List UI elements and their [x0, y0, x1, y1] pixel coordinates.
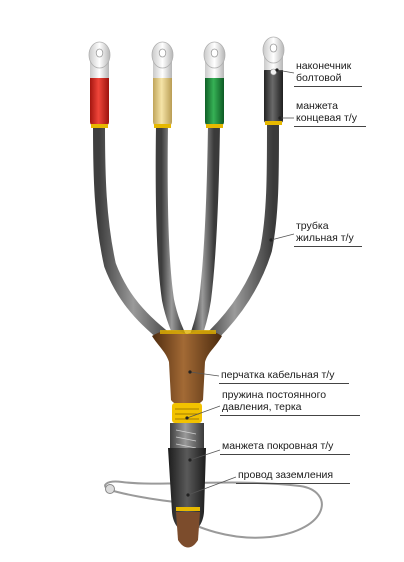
underline-ground	[236, 483, 350, 484]
label-lug: наконечник болтовой	[296, 60, 351, 84]
underline-tube	[294, 246, 362, 247]
phase-core-4	[197, 119, 279, 351]
breakout-glove	[152, 330, 222, 406]
label-end-sleeve-line-1: манжета	[296, 100, 338, 112]
label-glove: перчатка кабельная т/у	[221, 369, 334, 381]
end-sleeve-red	[90, 74, 109, 126]
phase-core-1	[93, 119, 181, 351]
end-sleeve-yellow	[153, 74, 172, 126]
label-cover-sleeve-text: манжета покровная т/у	[222, 440, 334, 452]
label-spring-line-2: давления, терка	[222, 401, 302, 413]
phase-core-3	[187, 119, 220, 351]
cable-end	[176, 512, 200, 548]
underline-lug	[294, 86, 362, 87]
label-spring: пружина постоянного давления, терка	[222, 389, 326, 413]
underline-glove	[219, 383, 349, 384]
spring-band	[172, 403, 202, 423]
label-glove-text: перчатка кабельная т/у	[221, 369, 335, 381]
label-tube-line-2: жильная т/у	[296, 232, 354, 244]
ground-wire	[104, 480, 323, 539]
label-tube: трубка жильная т/у	[296, 220, 354, 244]
label-cover-sleeve: манжета покровная т/у	[222, 440, 333, 452]
bolt-lug-1	[88, 41, 111, 78]
label-tube-line-1: трубка	[296, 220, 329, 232]
bolt-lug-4	[262, 36, 285, 76]
underline-end-sleeve	[294, 126, 366, 127]
cover-sleeve	[168, 448, 206, 533]
underline-spring	[220, 415, 360, 416]
label-ground-text: провод заземления	[238, 469, 334, 481]
underline-cover-sleeve	[220, 454, 350, 455]
phase-core-2	[155, 119, 190, 351]
end-sleeve-black	[264, 67, 283, 124]
label-lug-line-1: наконечник	[296, 60, 352, 72]
label-end-sleeve: манжета концевая т/у	[296, 100, 357, 124]
bolt-lug-2	[151, 41, 174, 78]
label-ground: провод заземления	[238, 469, 333, 481]
label-end-sleeve-line-2: концевая т/у	[296, 112, 357, 124]
label-spring-line-1: пружина постоянного	[222, 389, 327, 401]
bolt-lug-3	[203, 41, 226, 78]
label-lug-line-2: болтовой	[296, 72, 342, 84]
ground-lug	[105, 484, 115, 494]
end-sleeve-green	[205, 74, 224, 126]
